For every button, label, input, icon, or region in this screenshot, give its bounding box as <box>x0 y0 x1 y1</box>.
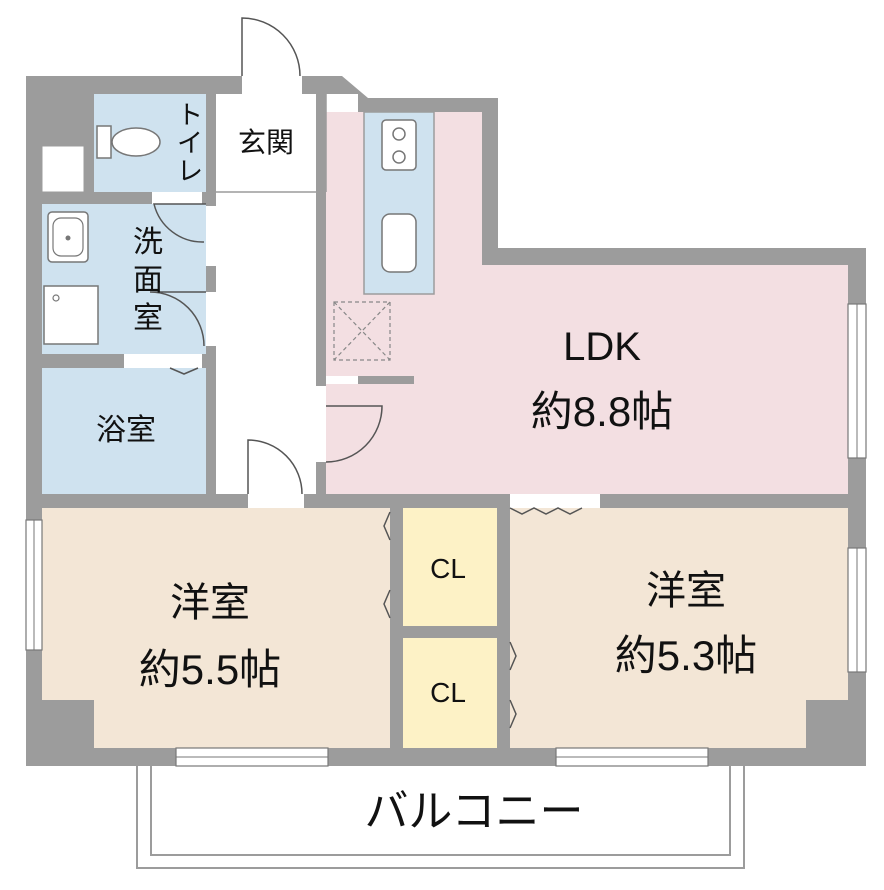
western-left-area: 約5.5帖 <box>139 646 281 693</box>
western-left-name: 洋室 <box>170 581 250 625</box>
ldk-name: LDK <box>563 325 641 369</box>
room-labels: LDK 約8.8帖 洋室 約5.5帖 洋室 約5.3帖 CL CL 浴室 洗 面… <box>96 100 757 836</box>
room-floors <box>41 94 848 748</box>
washroom-name-char-3: 室 <box>133 302 163 335</box>
toilet-icon <box>96 125 161 159</box>
stove-icon <box>381 119 417 171</box>
entrance-name: 玄関 <box>238 127 294 158</box>
door-swings <box>149 17 583 729</box>
washroom-fixtures <box>43 211 99 345</box>
balcony-name: バルコニー <box>364 787 583 836</box>
sink-icon <box>381 213 417 273</box>
ldk-area: 約8.8帖 <box>531 388 673 435</box>
closet-top-name: CL <box>430 553 466 584</box>
western-right-floor <box>510 508 848 748</box>
closet-top-door-icon <box>383 511 391 619</box>
toilet-name-char-2: イ <box>177 128 203 158</box>
windows <box>25 303 867 767</box>
toilet-door-swing <box>153 203 206 243</box>
bath-floor <box>42 368 206 494</box>
closet-bottom-name: CL <box>430 677 466 708</box>
kitchen-fixtures <box>381 119 417 273</box>
door-openings <box>124 76 600 508</box>
ldk-floor <box>326 112 848 494</box>
toilet-name-char-1: ト <box>177 100 203 130</box>
toilet-side-storage <box>41 145 85 193</box>
washing-machine-icon <box>43 285 99 345</box>
closet-bottom-floor <box>403 638 497 748</box>
entrance-details <box>216 94 327 193</box>
western-right-name: 洋室 <box>646 569 726 613</box>
western-right-area: 約5.3帖 <box>615 632 757 679</box>
closet-top-floor <box>403 508 497 626</box>
western-left-floor <box>42 508 390 748</box>
toilet-name-char-3: レ <box>177 156 203 186</box>
washroom-name-char-2: 面 <box>133 264 163 297</box>
refrigerator-space-icon <box>333 301 391 361</box>
entrance-floor <box>216 94 326 192</box>
western-right-door-icon <box>509 507 583 515</box>
bath-name: 浴室 <box>96 414 156 447</box>
front-door-swing <box>241 17 301 77</box>
western-left-door-swing <box>247 439 303 495</box>
washroom-name-char-1: 洗 <box>133 226 163 259</box>
closet-bottom-door-icon <box>509 641 517 729</box>
washroom-door-swing <box>149 291 206 347</box>
ldk-door-swing <box>325 405 383 463</box>
